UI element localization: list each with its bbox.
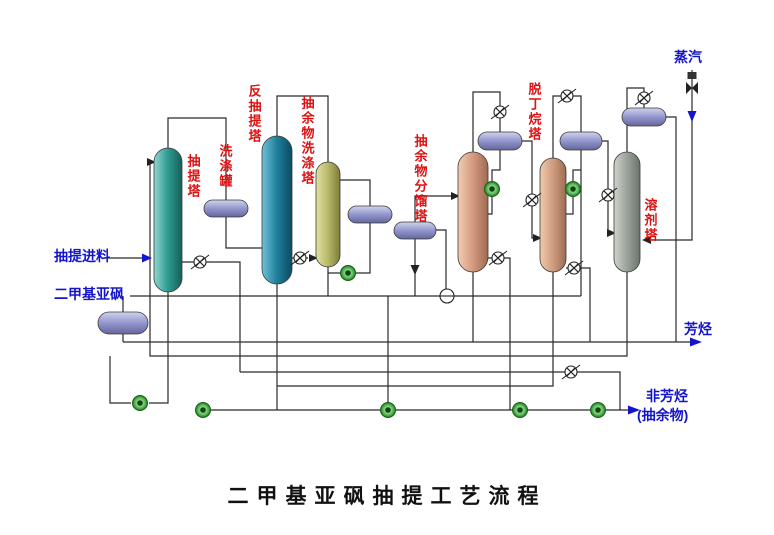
towers	[153, 135, 641, 293]
extraction-tower	[153, 147, 183, 293]
pump-icon	[484, 181, 500, 197]
valves	[190, 88, 654, 380]
valve-icon	[561, 364, 581, 380]
reflux-drum-1	[477, 131, 523, 151]
solvent-tower	[613, 151, 641, 273]
label-non-aromatics: 非芳烃	[646, 388, 688, 404]
steam-arrow	[687, 111, 697, 122]
valve-icon	[557, 88, 577, 104]
flow-arrows	[142, 111, 702, 415]
drum-down-arrow	[410, 265, 420, 275]
label-steam: 蒸汽	[674, 49, 702, 65]
pipe-segments	[108, 70, 693, 411]
back-extraction-tower	[261, 135, 293, 285]
label-back-extraction-tower: 反抽提塔	[246, 84, 262, 144]
pump-icon	[340, 265, 356, 281]
steam-into-tower-arrow	[642, 236, 651, 244]
into-solvent-tower-arrow	[607, 229, 616, 237]
drums	[97, 107, 667, 335]
valve-icon	[488, 250, 508, 266]
debutanizer-tower	[539, 157, 567, 273]
valve-icon	[522, 192, 542, 208]
pump-icon	[590, 402, 606, 418]
valve-icon	[564, 260, 584, 276]
non-aromatics-arrow	[628, 405, 640, 415]
label-feed: 抽提进料	[54, 248, 110, 264]
steam-valve-icon	[686, 72, 698, 94]
overhead-drum-2	[393, 221, 437, 240]
reflux-drum-3	[621, 107, 667, 127]
overhead-drum-1	[347, 205, 393, 224]
into-debutanizer-arrow	[533, 234, 542, 242]
valve-icon	[490, 104, 510, 120]
pump-icon	[565, 181, 581, 197]
heat-exchanger-icon	[439, 288, 455, 304]
aromatics-arrow	[690, 337, 702, 347]
washing-tank-vessel	[203, 199, 249, 218]
diagram-title: 二甲基亚砜抽提工艺流程	[227, 484, 547, 508]
feed-arrow	[142, 253, 152, 263]
label-extraction-tower: 抽提塔	[185, 154, 201, 199]
valve-icon	[190, 254, 210, 270]
pumps	[132, 181, 606, 418]
label-aromatics: 芳烃	[684, 321, 712, 337]
solvent-drum	[97, 311, 149, 335]
raffinate-fractionation-tower	[457, 151, 489, 273]
label-washing-tank: 洗涤罐	[217, 144, 233, 189]
label-solvent-tower: 溶剂塔	[642, 198, 658, 243]
flow-lines	[108, 70, 693, 411]
into-fractionator-arrow	[451, 192, 460, 200]
into-washing-tower-arrow	[309, 254, 318, 262]
pump-icon	[132, 395, 148, 411]
label-solvent: 二甲基亚砜	[54, 286, 124, 302]
label-raffinate-paren: (抽余物)	[637, 407, 689, 423]
label-debutanizer-tower: 脱丁烷塔	[526, 82, 542, 142]
valve-icon	[598, 187, 618, 203]
pump-icon	[380, 402, 396, 418]
label-raffinate-fractionation-tower: 抽余物分馏塔	[412, 134, 428, 224]
raffinate-washing-tower	[315, 161, 341, 268]
reflux-drum-2	[559, 131, 603, 151]
recycle-arrow	[147, 158, 156, 166]
pump-icon	[195, 402, 211, 418]
valve-icon	[634, 90, 654, 106]
pump-icon	[512, 402, 528, 418]
label-raffinate-washing-tower: 抽余物洗涤塔	[299, 96, 315, 186]
valve-icon	[290, 250, 310, 266]
